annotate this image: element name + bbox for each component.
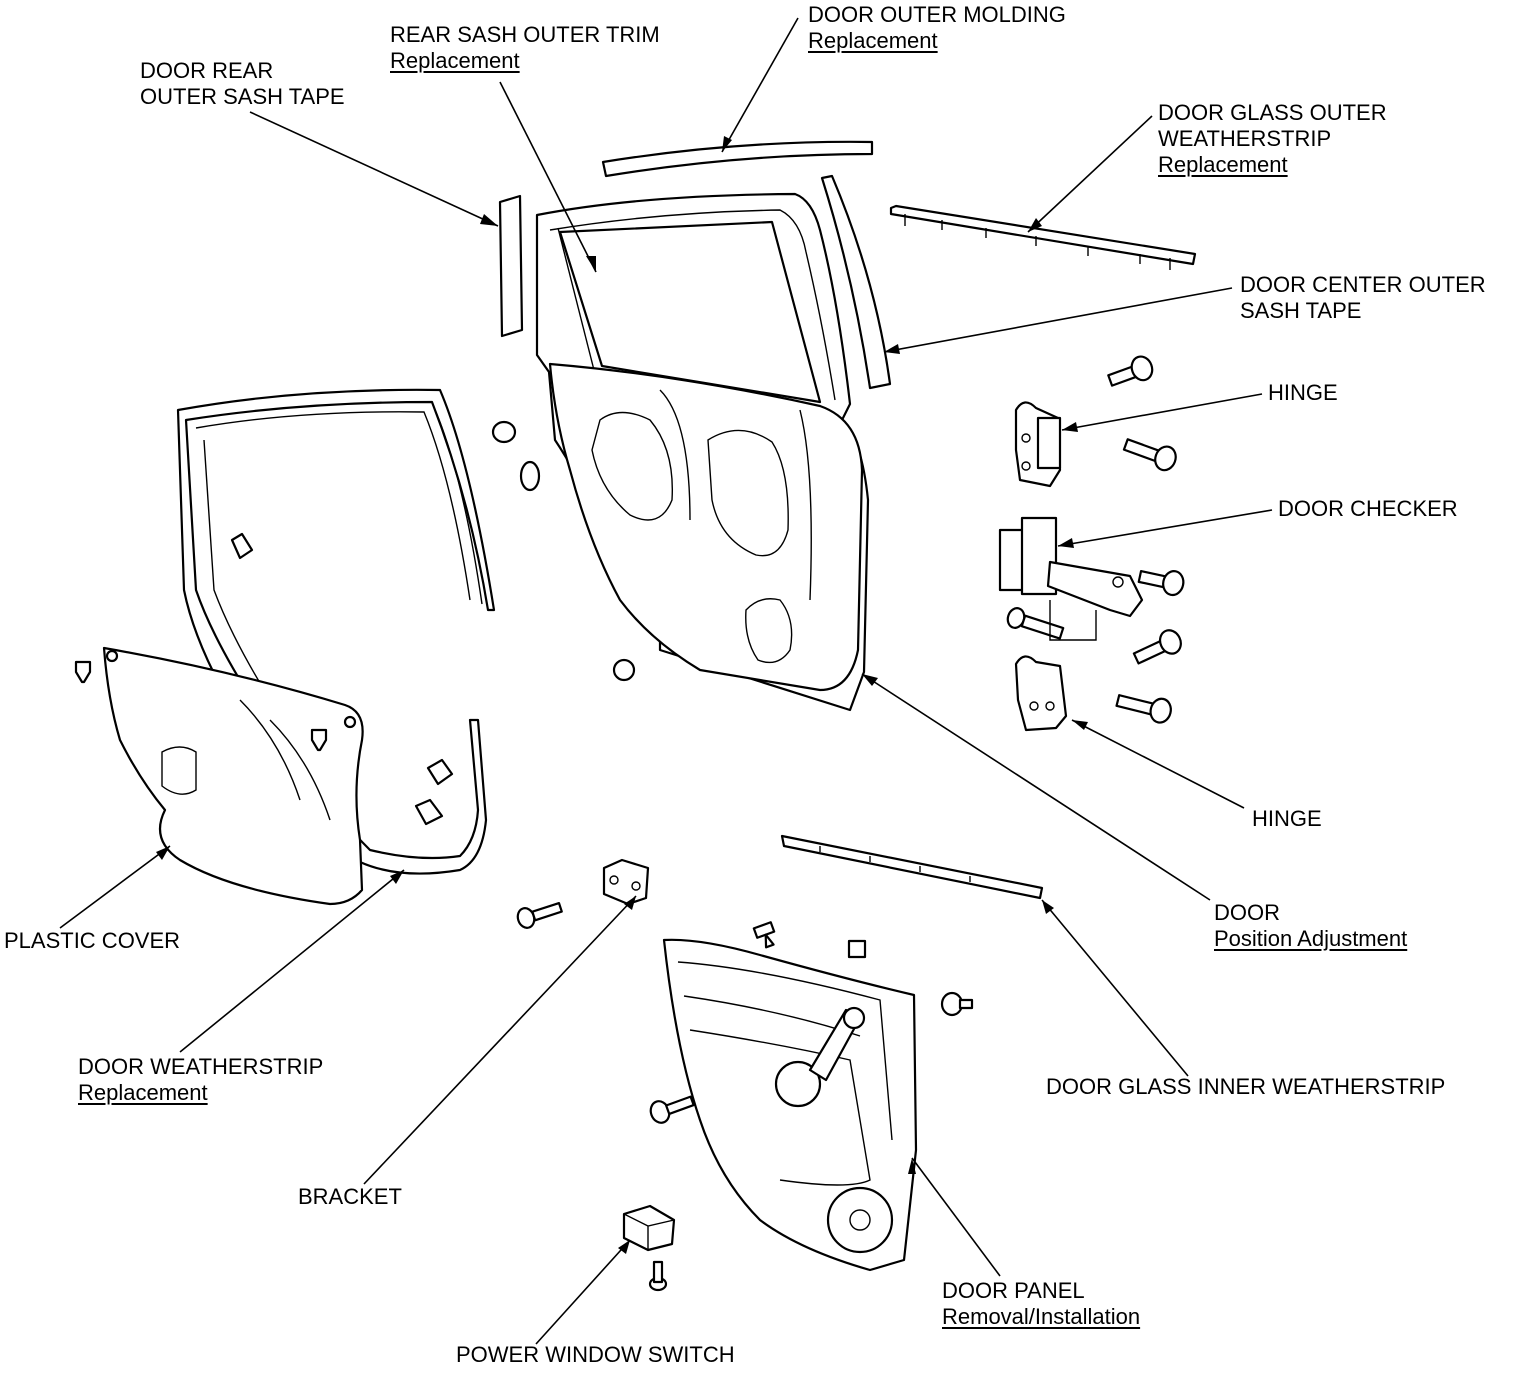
label-text: HINGE [1252, 806, 1322, 831]
cover-clips [74, 660, 328, 752]
leader-door-checker [1057, 509, 1273, 547]
leader-bracket [363, 895, 637, 1185]
label-text: DOOR OUTER MOLDING [808, 2, 1066, 27]
leader-door-outer-molding [721, 17, 799, 153]
door-grommets [491, 420, 636, 682]
power-window-switch-part [622, 1204, 676, 1292]
label-hinge-lower: HINGE [1252, 806, 1322, 832]
hinge-bolts [1006, 355, 1185, 724]
label-text: DOOR REAR [140, 58, 274, 83]
label-power-window-switch: POWER WINDOW SWITCH [456, 1342, 735, 1368]
label-text: DOOR CENTER OUTER [1240, 272, 1486, 297]
door-glass-outer-weatherstrip-part [889, 204, 1197, 270]
rear-sash-outer-trim-replacement-link[interactable]: Replacement [390, 48, 520, 73]
leader-rear-outer-sash-tape [249, 111, 499, 227]
label-hinge-upper: HINGE [1268, 380, 1338, 406]
leader-hinge-upper [1061, 393, 1263, 431]
label-door-outer-molding: DOOR OUTER MOLDING Replacement [808, 2, 1066, 54]
door-position-adjustment-link[interactable]: Position Adjustment [1214, 926, 1408, 951]
label-text: DOOR GLASS OUTER [1158, 100, 1387, 125]
door-panel-part [662, 938, 918, 1272]
label-text: OUTER SASH TAPE [140, 84, 345, 109]
leader-glass-inner-weatherstrip [1041, 899, 1189, 1077]
leader-door [861, 673, 1211, 901]
door-glass-outer-weatherstrip-replacement-link[interactable]: Replacement [1158, 152, 1288, 177]
door-outer-molding-part [601, 140, 874, 178]
label-text: HINGE [1268, 380, 1338, 405]
door-center-outer-sash-tape-part [820, 174, 892, 390]
door-outer-molding-replacement-link[interactable]: Replacement [808, 28, 938, 53]
label-text: DOOR PANEL [942, 1278, 1085, 1303]
door-shell-part [535, 192, 870, 712]
leader-power-window-switch [535, 1239, 631, 1345]
leader-hinge-lower [1071, 719, 1245, 809]
leader-rear-sash-outer-trim [499, 81, 597, 273]
label-text: DOOR CHECKER [1278, 496, 1458, 521]
label-text: DOOR [1214, 900, 1280, 925]
label-text: DOOR WEATHERSTRIP [78, 1054, 324, 1079]
label-text: POWER WINDOW SWITCH [456, 1342, 735, 1367]
label-door-center-outer-sash-tape: DOOR CENTER OUTER SASH TAPE [1240, 272, 1486, 324]
hinge-upper-part [1014, 401, 1062, 488]
label-rear-sash-outer-trim: REAR SASH OUTER TRIM Replacement [390, 22, 660, 74]
door-panel-fasteners [649, 921, 974, 1124]
label-bracket: BRACKET [298, 1184, 402, 1210]
bracket-part [516, 858, 650, 929]
door-checker-part [998, 516, 1144, 641]
door-rear-outer-sash-tape-part [498, 194, 524, 338]
door-panel-removal-installation-link[interactable]: Removal/Installation [942, 1304, 1141, 1329]
label-door-rear-outer-sash-tape: DOOR REAR OUTER SASH TAPE [140, 58, 345, 110]
leader-arrowheads [156, 136, 1088, 1254]
label-door-checker: DOOR CHECKER [1278, 496, 1458, 522]
label-door-panel: DOOR PANEL Removal/Installation [942, 1278, 1140, 1330]
label-text: BRACKET [298, 1184, 402, 1209]
label-door: DOOR Position Adjustment [1214, 900, 1407, 952]
label-plastic-cover: PLASTIC COVER [4, 928, 180, 954]
leader-door-weatherstrip [179, 869, 405, 1053]
label-door-glass-outer-weatherstrip: DOOR GLASS OUTER WEATHERSTRIP Replacemen… [1158, 100, 1387, 178]
leader-center-outer-sash-tape [883, 287, 1233, 353]
door-glass-inner-weatherstrip-part [780, 834, 1044, 900]
label-text: WEATHERSTRIP [1158, 126, 1332, 151]
leader-lines [59, 17, 1273, 1345]
label-door-glass-inner-weatherstrip: DOOR GLASS INNER WEATHERSTRIP [1046, 1074, 1445, 1100]
plastic-cover-part [102, 646, 364, 906]
leader-glass-outer-weatherstrip [1027, 115, 1153, 233]
leader-plastic-cover [59, 845, 171, 929]
label-text: SASH TAPE [1240, 298, 1362, 323]
leader-door-panel [911, 1157, 1001, 1277]
hinge-lower-part [1014, 655, 1068, 732]
door-weatherstrip-replacement-link[interactable]: Replacement [78, 1080, 208, 1105]
label-door-weatherstrip: DOOR WEATHERSTRIP Replacement [78, 1054, 323, 1106]
label-text: PLASTIC COVER [4, 928, 181, 953]
label-text: DOOR GLASS INNER WEATHERSTRIP [1046, 1074, 1446, 1099]
label-text: REAR SASH OUTER TRIM [390, 22, 660, 47]
